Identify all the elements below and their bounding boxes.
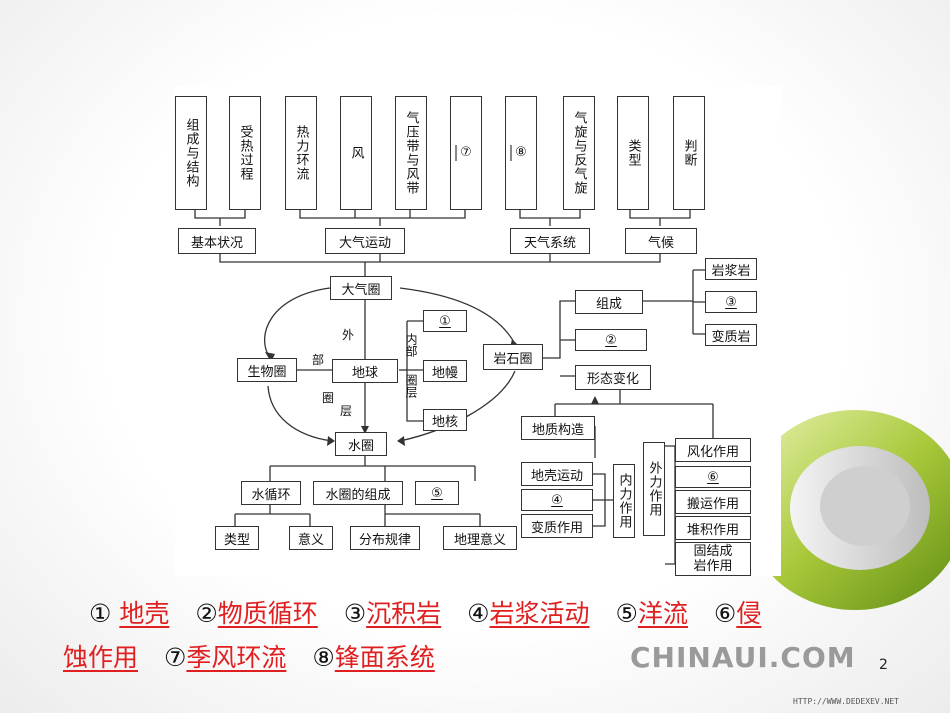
answer-num-6: ⑥: [713, 599, 737, 628]
answer-4: 岩浆活动: [489, 599, 590, 628]
connector-lines: [194, 210, 714, 565]
lithosphere-box: 岩石圈: [483, 344, 543, 370]
answer-num-2: ②: [195, 599, 218, 628]
inner-item-blank-1: ①: [423, 310, 467, 332]
answer-1: 地壳: [119, 599, 170, 628]
top-item-blank-8: ⑧: [505, 96, 537, 210]
answer-num-1: ①: [89, 599, 112, 628]
internal-item-metamorphism: 变质作用: [521, 514, 593, 538]
external-item-lithification: 固结成岩作用: [675, 542, 751, 576]
top-item-climate-types: 类型: [617, 96, 649, 210]
footer-url: HTTP://WWW.DEDEXEV.NET: [793, 697, 899, 706]
answer-2: 物质循环: [217, 599, 318, 628]
group-basic-state: 基本状况: [178, 228, 256, 254]
internal-force-box: 内力作用: [613, 464, 635, 538]
answer-num-7: ⑦: [163, 643, 187, 672]
decorative-ring: [745, 410, 950, 610]
morphology-box: 形态变化: [575, 365, 651, 390]
answer-num-8: ⑧: [312, 643, 335, 672]
answer-8: 锋面系统: [334, 643, 435, 672]
rock-igneous: 岩浆岩: [705, 258, 757, 280]
water-sub-distribution: 分布规律: [350, 526, 420, 550]
answer-key: ① 地壳 ②物质循环 ③沉积岩 ④岩浆活动 ⑤洋流 ⑥侵 蚀作用 ⑦季风环流 ⑧…: [63, 592, 903, 680]
top-item-composition-structure: 组成与结构: [175, 96, 207, 210]
top-item-heating-process: 受热过程: [229, 96, 261, 210]
external-item-deposition: 堆积作用: [675, 516, 751, 540]
top-item-pressure-wind-belts: 气压带与风带: [395, 96, 427, 210]
answer-3: 沉积岩: [366, 599, 442, 628]
atmosphere-box: 大气圈: [330, 276, 392, 300]
top-item-wind: 风: [340, 96, 372, 210]
water-cycle-box: 水循环: [241, 481, 301, 505]
outer-label-quan: 圈: [322, 391, 335, 405]
hydrosphere-composition-box: 水圈的组成: [313, 481, 403, 505]
group-atmospheric-motion: 大气运动: [325, 228, 405, 254]
outer-label-bu: 部: [312, 353, 325, 367]
answer-num-4: ④: [467, 599, 490, 628]
top-item-thermal-circulation: 热力环流: [285, 96, 317, 210]
inner-item-core: 地核: [423, 409, 467, 431]
internal-item-crust-movement: 地壳运动: [521, 462, 593, 486]
top-item-cyclone-anticyclone: 气旋与反气旋: [563, 96, 595, 210]
top-item-judgement: 判断: [673, 96, 705, 210]
composition-box: 组成: [575, 290, 643, 314]
earth-box: 地球: [332, 359, 398, 383]
page-number: 2: [879, 657, 888, 673]
answer-num-5: ⑤: [615, 599, 638, 628]
internal-item-blank-4: ④: [521, 489, 593, 511]
water-sub-significance: 意义: [289, 526, 333, 550]
blank-2-box: ②: [575, 329, 647, 351]
outer-label-ceng: 层: [340, 404, 353, 418]
group-climate: 气候: [625, 228, 697, 254]
external-item-blank-6: ⑥: [675, 466, 751, 488]
geo-structure-box: 地质构造: [521, 416, 595, 440]
outer-label-wai: 外: [342, 328, 355, 342]
water-sub-types: 类型: [215, 526, 259, 550]
top-item-blank-7: ⑦: [450, 96, 482, 210]
inner-label-neibu: 内部: [404, 333, 418, 357]
inner-item-mantle: 地幔: [423, 360, 467, 382]
biosphere-box: 生物圈: [237, 358, 297, 382]
answer-7: 季风环流: [186, 643, 287, 672]
external-item-weathering: 风化作用: [675, 438, 751, 462]
watermark-logo: CHINAUI.COM: [630, 641, 856, 674]
external-item-transport: 搬运作用: [675, 490, 751, 514]
knowledge-diagram: 组成与结构 受热过程 热力环流 风 气压带与风带 ⑦ ⑧ 气旋与反气旋 类型 判…: [175, 86, 781, 576]
inner-label-quanceng: 圈层: [404, 374, 418, 398]
water-sub-geo-significance: 地理意义: [443, 526, 517, 550]
group-weather-systems: 天气系统: [510, 228, 590, 254]
rock-metamorphic: 变质岩: [705, 324, 757, 346]
water-blank-5-box: ⑤: [415, 481, 459, 505]
external-force-box: 外力作用: [643, 442, 665, 536]
answer-num-3: ③: [343, 599, 367, 628]
answer-6-part2: 蚀作用: [63, 643, 139, 672]
rock-blank-3: ③: [705, 291, 757, 313]
hydrosphere-box: 水圈: [335, 432, 387, 456]
answer-6-part1: 侵: [736, 599, 762, 628]
answer-5: 洋流: [637, 599, 688, 628]
